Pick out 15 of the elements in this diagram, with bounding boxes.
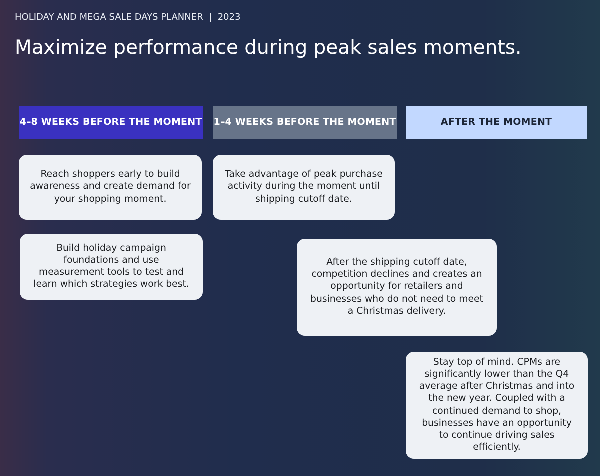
- info-card: [20, 234, 203, 300]
- info-card: [19, 155, 202, 220]
- phase-header: AFTER THE MOMENT: [406, 106, 587, 139]
- phase-header: 4–8 WEEKS BEFORE THE MOMENT: [19, 106, 203, 139]
- card-text: After the shipping cutoff date, competition declines and creates an opportunity for retailers and businesses who do not need to meet a Christmas delivery.: [310, 256, 484, 318]
- info-card: [406, 352, 588, 459]
- card-text: Stay top of mind. CPMs are significantly lower than the Q4 average after Christmas and into the new year. Coupled with a continued demand to shop, businesses have an opportunity to continue driving sales efficiently.: [418, 356, 576, 454]
- page-title: Maximize performance during peak sales moments.: [15, 36, 522, 59]
- card-text: Build holiday campaign foundations and use measurement tools to test and learn which strategies work best.: [32, 242, 190, 292]
- eyebrow-text: HOLIDAY AND MEGA SALE DAYS PLANNER | 2023: [15, 13, 241, 23]
- info-card: [213, 155, 395, 220]
- card-text: Take advantage of peak purchase activity during the moment until shipping cutoff date.: [224, 169, 384, 206]
- info-card: [297, 239, 497, 336]
- phase-header: 1–4 WEEKS BEFORE THE MOMENT: [213, 106, 397, 139]
- card-text: Reach shoppers early to build awareness and create demand for your shopping moment.: [29, 169, 192, 206]
